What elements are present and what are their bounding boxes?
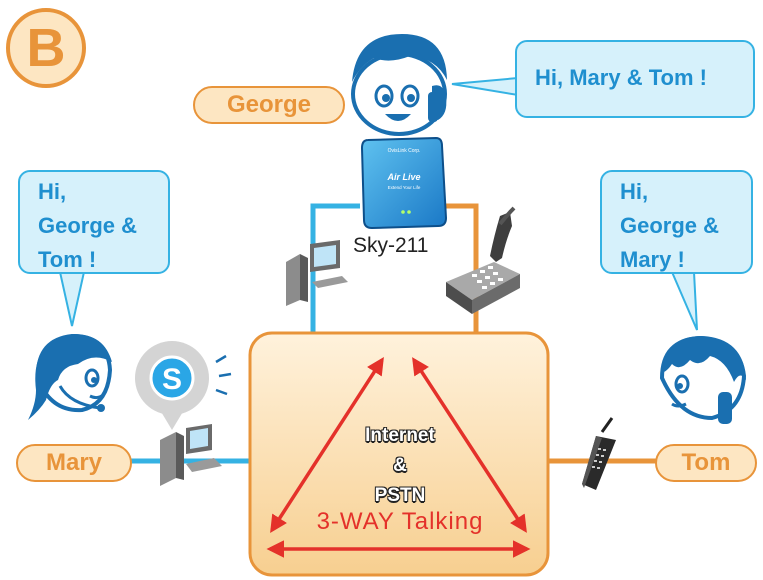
sky-211-device: OvisLink Corp. Air Live Extend Your Life bbox=[360, 136, 448, 230]
tom-bubble-line-3: Mary ! bbox=[620, 247, 685, 272]
mary-bubble-line-2: George & bbox=[38, 213, 138, 238]
george-avatar bbox=[351, 34, 447, 136]
skype-icon: S bbox=[135, 341, 232, 430]
mary-avatar bbox=[28, 333, 113, 420]
svg-text:OvisLink Corp.: OvisLink Corp. bbox=[388, 148, 421, 154]
mary-name-label: Mary bbox=[16, 444, 132, 482]
network-label-pstn: PSTN bbox=[374, 485, 426, 506]
mary-bubble-line-3: Tom ! bbox=[38, 247, 97, 272]
orange-line-george-phone bbox=[440, 203, 479, 335]
george-bubble-tail bbox=[451, 76, 519, 97]
svg-text:Air Live: Air Live bbox=[386, 172, 420, 182]
three-way-talking-label: 3-WAY Talking bbox=[316, 508, 484, 535]
mary-speech-bubble: Hi, George & Tom ! bbox=[18, 170, 170, 274]
three-way-arrows bbox=[266, 357, 531, 558]
tom-speech-bubble: Hi, George & Mary ! bbox=[600, 170, 753, 274]
section-badge: B bbox=[6, 8, 86, 88]
tom-bubble-line-2: George & bbox=[620, 213, 720, 238]
cordless-phone-icon bbox=[582, 417, 616, 490]
tom-bubble-tail bbox=[670, 271, 698, 331]
blue-line-george-computer bbox=[310, 203, 360, 335]
svg-text:S: S bbox=[162, 363, 182, 396]
tom-avatar bbox=[659, 335, 747, 424]
arrow-right bbox=[412, 357, 527, 533]
network-label: Internet & PSTN bbox=[330, 421, 470, 511]
network-label-and: & bbox=[393, 455, 407, 476]
device-name-label: Sky-211 bbox=[353, 234, 429, 257]
telephone-icon bbox=[446, 206, 520, 314]
george-computer-icon bbox=[286, 240, 348, 306]
mary-bubble-line-1: Hi, bbox=[38, 179, 67, 204]
arrow-left bbox=[270, 357, 384, 533]
svg-text:Extend Your Life: Extend Your Life bbox=[388, 185, 421, 190]
george-bubble-line: Hi, Mary & Tom ! bbox=[535, 65, 707, 90]
mary-bubble-tail bbox=[58, 271, 86, 327]
network-label-internet: Internet bbox=[365, 425, 435, 446]
tom-name-label: Tom bbox=[655, 444, 757, 482]
tom-bubble-line-1: Hi, bbox=[620, 179, 649, 204]
george-name-label: George bbox=[193, 86, 345, 124]
mary-computer-icon bbox=[160, 424, 222, 486]
george-speech-bubble: Hi, Mary & Tom ! bbox=[515, 40, 755, 118]
